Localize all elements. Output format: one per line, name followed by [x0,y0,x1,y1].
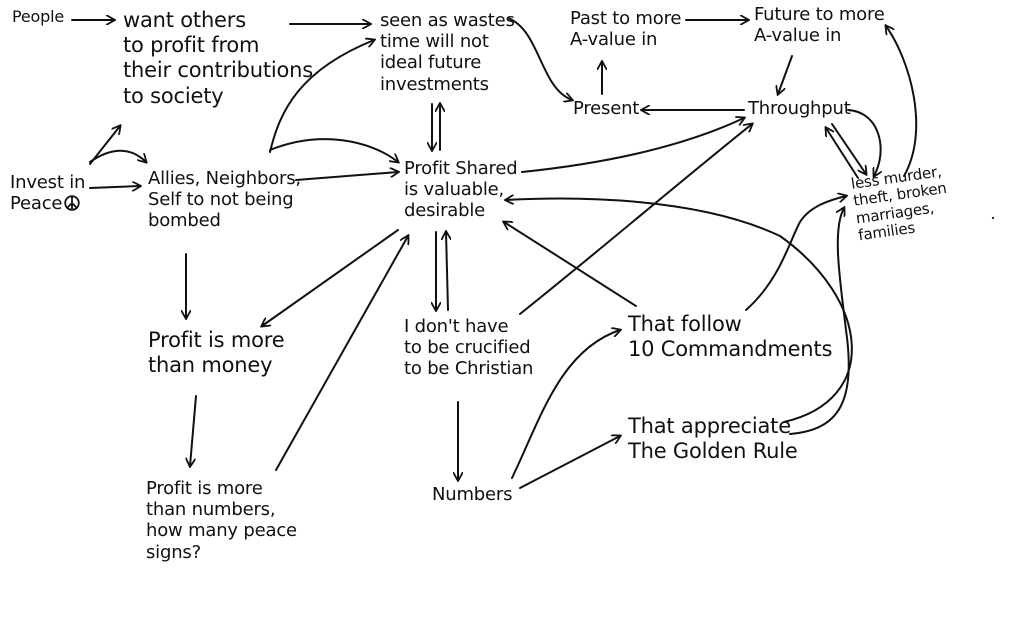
arrow-golden-shared [506,199,853,423]
node-golden-rule: That appreciate The Golden Rule [628,414,798,464]
node-ten-commandments: That follow 10 Commandments [628,312,833,362]
node-people: People [12,7,64,26]
arrow-commandments-less [745,196,846,311]
arrow-numbers-commandments [511,330,620,479]
node-profit-shared: Profit Shared is valuable, desirable [404,158,518,222]
peace-sign-icon [64,195,80,211]
arrow-future-throughput [778,55,793,94]
arrow-shared-money [262,229,399,326]
node-present: Present [573,98,640,119]
arrow-golden-less [789,208,850,435]
node-seen-as-wastes: seen as wastes time will not ideal futur… [380,10,515,95]
arrow-money-peace [190,395,197,466]
arrow-numbers-golden [519,436,620,489]
node-future: Future to more A-value in [754,4,885,47]
node-numbers: Numbers [432,484,513,505]
arrow-want-seen-diagonal [269,40,374,153]
node-not-crucified: I don't have to be crucified to be Chris… [404,316,534,380]
node-profit-more-than-numbers: Profit is more than numbers, how many pe… [146,478,297,563]
arrow-allies-shared [295,172,398,181]
arrow-seen-present [507,17,572,100]
arrow-less-future [886,26,918,177]
arrow-commandments-shared [504,222,637,307]
arrow-throughput-less [831,123,866,174]
arrow-throughput-loop [847,109,881,176]
node-allies-neighbors: Allies, Neighbors, Self to not being bom… [148,168,301,232]
arrow-crucified-shared [446,232,448,311]
arrow-invest-allies-curve [89,149,146,162]
arrow-crucified-throughput [519,124,752,315]
node-invest-in-peace: Invest in Peace [10,172,85,214]
node-want-others: want others to profit from their contrib… [123,8,314,108]
arrow-shared-throughput [521,118,744,173]
arrow-allies-shared-curve [269,138,398,162]
node-invest-text: Invest in Peace [10,172,86,215]
stray-dot [991,216,995,220]
node-throughput: Throughput [748,98,851,119]
node-profit-more-than-money: Profit is more than money [148,328,285,378]
node-less-murder: less murder, theft, broken marriages, fa… [849,162,948,245]
arrow-invest-allies [89,186,140,188]
node-past: Past to more A-value in [570,8,682,51]
arrow-peace-shared [275,236,408,471]
arrow-less-throughput [826,128,859,179]
